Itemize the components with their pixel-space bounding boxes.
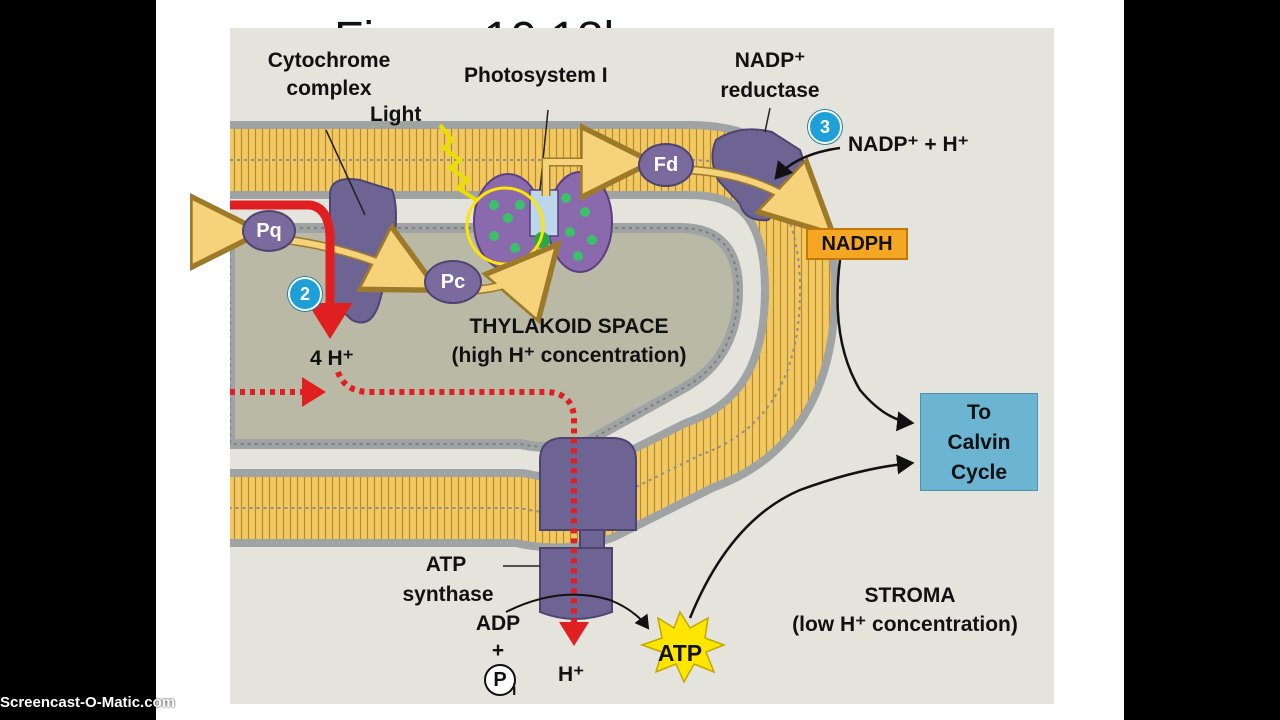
cytochrome-label-line2: complex (286, 77, 372, 100)
calvin-line-1: To (966, 401, 992, 424)
atp-synthase-label-line1: ATP (425, 553, 467, 576)
step-2-badge: 2 (288, 277, 322, 311)
light-label: Light (370, 103, 422, 126)
plus-label: + (491, 639, 505, 662)
fd-node: Fd (638, 143, 694, 187)
h-plus-label: H⁺ (558, 663, 585, 686)
arrow-adp-to-atp (505, 593, 650, 630)
proton-arrow-solid (230, 200, 353, 339)
phosphate-circle: P (484, 664, 516, 696)
calvin-cycle-box: To Calvin Cycle (920, 393, 1038, 491)
thylakoid-concentration-label: (high H⁺ concentration) (451, 344, 687, 367)
adp-label: ADP (475, 612, 521, 635)
nadp-reductase-label-line2: reductase (720, 79, 820, 102)
nadp-h-label: NADP⁺ + H⁺ (848, 133, 969, 156)
calvin-line-2: Calvin (947, 431, 1011, 454)
step-3-badge: 3 (808, 110, 842, 144)
cytochrome-label-line1: Cytochrome (267, 49, 391, 72)
thylakoid-space-label: THYLAKOID SPACE (469, 315, 669, 338)
proton-path-dotted (335, 370, 589, 646)
atp-star (639, 610, 727, 684)
pq-node: Pq (242, 210, 296, 252)
nadph-box: NADPH (806, 228, 908, 260)
arrow-nadp-to-nadph (774, 146, 841, 180)
arrow-atp-to-calvin (688, 454, 915, 619)
pc-node: Pc (424, 260, 482, 304)
watermark: Screencast-O-Matic.com (0, 694, 176, 711)
atp-label: ATP (657, 640, 703, 666)
photosystem-label: Photosystem I (464, 64, 608, 87)
light-zigzag (438, 123, 478, 202)
stroma-concentration-label: (low H⁺ concentration) (792, 613, 1018, 636)
nadp-reductase-label-line1: NADP⁺ (734, 49, 806, 72)
phosphate-subscript: i (512, 682, 517, 699)
calvin-line-3: Cycle (950, 461, 1008, 484)
atp-synthase-label-line2: synthase (402, 583, 494, 606)
arrow-nadph-to-calvin (836, 259, 915, 432)
four-h-label: 4 H⁺ (310, 347, 354, 370)
cytochrome-pointer (325, 129, 366, 216)
stroma-label: STROMA (864, 584, 956, 607)
